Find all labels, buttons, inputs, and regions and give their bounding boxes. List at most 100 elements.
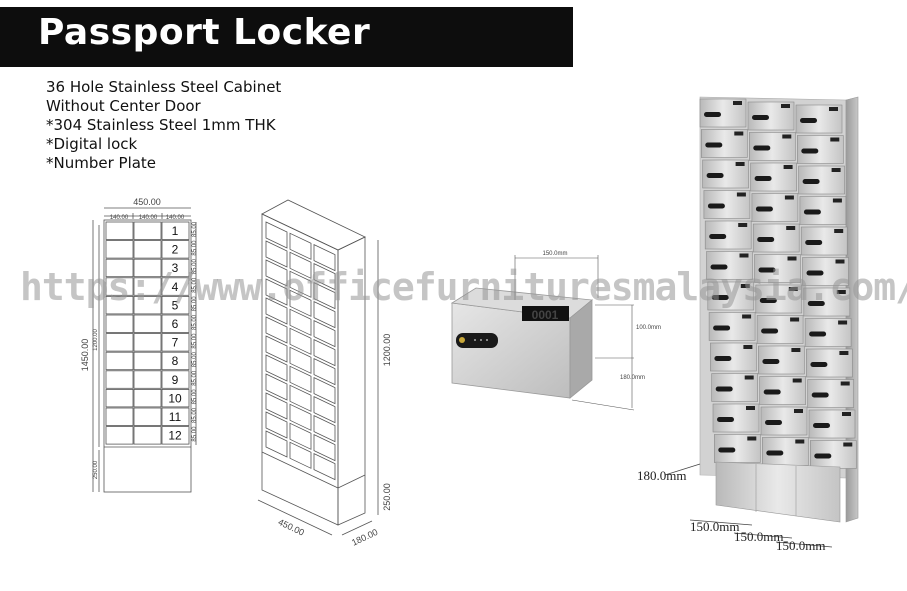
iso-drawer-cell bbox=[289, 289, 312, 317]
digital-lock-icon bbox=[765, 420, 782, 425]
render-drawer bbox=[750, 162, 797, 192]
box-width-label: 150.0mm bbox=[542, 251, 567, 257]
front-elevation bbox=[92, 207, 197, 493]
iso-base-line bbox=[261, 451, 339, 489]
render-drawer bbox=[807, 379, 855, 408]
iso-width-dimension-line bbox=[257, 499, 333, 536]
iso-drawer-grid bbox=[265, 221, 336, 481]
render-drawer bbox=[795, 104, 843, 134]
render-drawer bbox=[756, 315, 804, 344]
number-plate bbox=[744, 375, 754, 380]
number-plate bbox=[794, 409, 803, 413]
digital-lock-icon bbox=[763, 389, 781, 395]
digital-lock-icon bbox=[709, 234, 727, 239]
digital-lock-icon bbox=[705, 142, 723, 148]
drawer-number: 5 bbox=[172, 298, 179, 312]
render-drawer bbox=[759, 376, 807, 405]
drawer-cell bbox=[133, 258, 162, 278]
drawer-cell bbox=[105, 351, 134, 371]
digital-lock-icon bbox=[752, 115, 769, 120]
drawer-cell bbox=[133, 426, 162, 445]
drawer-cell bbox=[105, 333, 134, 352]
spec-line: *Number Plate bbox=[46, 154, 157, 172]
digital-lock-icon bbox=[758, 267, 776, 273]
title-bar: Passport Locker bbox=[0, 7, 573, 67]
digital-lock-icon bbox=[810, 362, 828, 367]
lock-keyhole-icon bbox=[459, 337, 465, 343]
digital-lock-icon bbox=[718, 447, 736, 453]
digital-lock-icon bbox=[813, 423, 830, 428]
number-plate-text: 0001 bbox=[532, 308, 559, 322]
render-drawer bbox=[747, 101, 795, 131]
inner-height-label: 1200.00 bbox=[93, 329, 99, 351]
drawer-cell bbox=[161, 426, 190, 445]
col-width-label: 140.00 bbox=[166, 215, 185, 221]
render-drawer bbox=[803, 287, 851, 317]
digital-lock-icon bbox=[456, 333, 498, 348]
drawer-cell bbox=[161, 370, 190, 389]
digital-lock-icon bbox=[814, 453, 832, 459]
render-drawer bbox=[748, 132, 796, 161]
render-drawer bbox=[758, 345, 805, 375]
render-drawer bbox=[802, 257, 849, 286]
number-plate bbox=[843, 442, 853, 447]
render-drawer bbox=[755, 284, 803, 314]
iso-top-face bbox=[261, 199, 366, 251]
iso-drawer-cell bbox=[265, 430, 288, 458]
number-plate bbox=[791, 348, 801, 352]
render-depth-label: 180.0mm bbox=[637, 468, 686, 483]
digital-lock-icon bbox=[714, 356, 732, 361]
number-plate bbox=[788, 287, 798, 291]
iso-drawer-cell bbox=[265, 354, 288, 382]
number-plate bbox=[795, 439, 805, 444]
number-plate bbox=[792, 378, 802, 383]
render-drawer bbox=[800, 226, 848, 256]
number-plate bbox=[829, 107, 838, 111]
iso-depth-label: 180.00 bbox=[350, 527, 379, 548]
col-width-label: 140.00 bbox=[110, 215, 129, 221]
render-drawer bbox=[703, 190, 751, 219]
drawer-cell bbox=[133, 351, 162, 371]
digital-lock-icon bbox=[806, 270, 824, 276]
drawer-cell bbox=[133, 388, 162, 408]
digital-lock-icon bbox=[805, 240, 823, 245]
render-width-label: 150.0mm bbox=[776, 538, 825, 553]
col-width-label: 140.00 bbox=[139, 215, 158, 221]
iso-drawer-cell bbox=[289, 403, 312, 431]
drawer-cell bbox=[133, 314, 162, 333]
iso-drawer-cell bbox=[289, 441, 312, 469]
digital-lock-icon bbox=[762, 359, 780, 364]
digital-lock-icon bbox=[803, 209, 821, 215]
row-height-label: 85.00 bbox=[192, 370, 198, 386]
render-drawer bbox=[752, 223, 800, 253]
spec-line: 36 Hole Stainless Steel Cabinet bbox=[46, 78, 282, 96]
drawer-cell bbox=[161, 351, 190, 371]
page-title: Passport Locker bbox=[38, 12, 371, 53]
drawer-cell bbox=[105, 407, 134, 426]
number-plate bbox=[735, 162, 745, 166]
digital-lock-icon bbox=[766, 450, 784, 456]
number-plate bbox=[781, 104, 790, 108]
number-plate bbox=[733, 101, 742, 105]
drawer-cell bbox=[161, 314, 190, 333]
drawer-cell bbox=[161, 277, 190, 296]
number-plate bbox=[831, 168, 841, 172]
iso-drawer-cell bbox=[265, 221, 288, 249]
row-height-label: 85.00 bbox=[192, 240, 198, 256]
locker-render bbox=[664, 96, 859, 548]
single-box bbox=[450, 255, 635, 411]
row-height-label: 85.00 bbox=[192, 407, 198, 423]
drawer-grid bbox=[105, 221, 190, 445]
drawer-cell bbox=[133, 370, 162, 389]
iso-drawer-cell bbox=[313, 357, 336, 386]
digital-lock-icon bbox=[707, 203, 725, 209]
number-plate bbox=[836, 290, 846, 294]
box-side-face bbox=[569, 299, 593, 399]
front-width-label: 450.00 bbox=[133, 197, 161, 207]
iso-height-label: 1200.00 bbox=[382, 334, 392, 367]
row-dimension-labels: 85.0085.0085.0085.0085.0085.0085.0085.00… bbox=[192, 221, 198, 441]
number-plate bbox=[742, 314, 752, 319]
iso-drawer-cell bbox=[289, 270, 312, 298]
drawer-cell bbox=[133, 221, 162, 240]
number-plate bbox=[783, 165, 793, 169]
